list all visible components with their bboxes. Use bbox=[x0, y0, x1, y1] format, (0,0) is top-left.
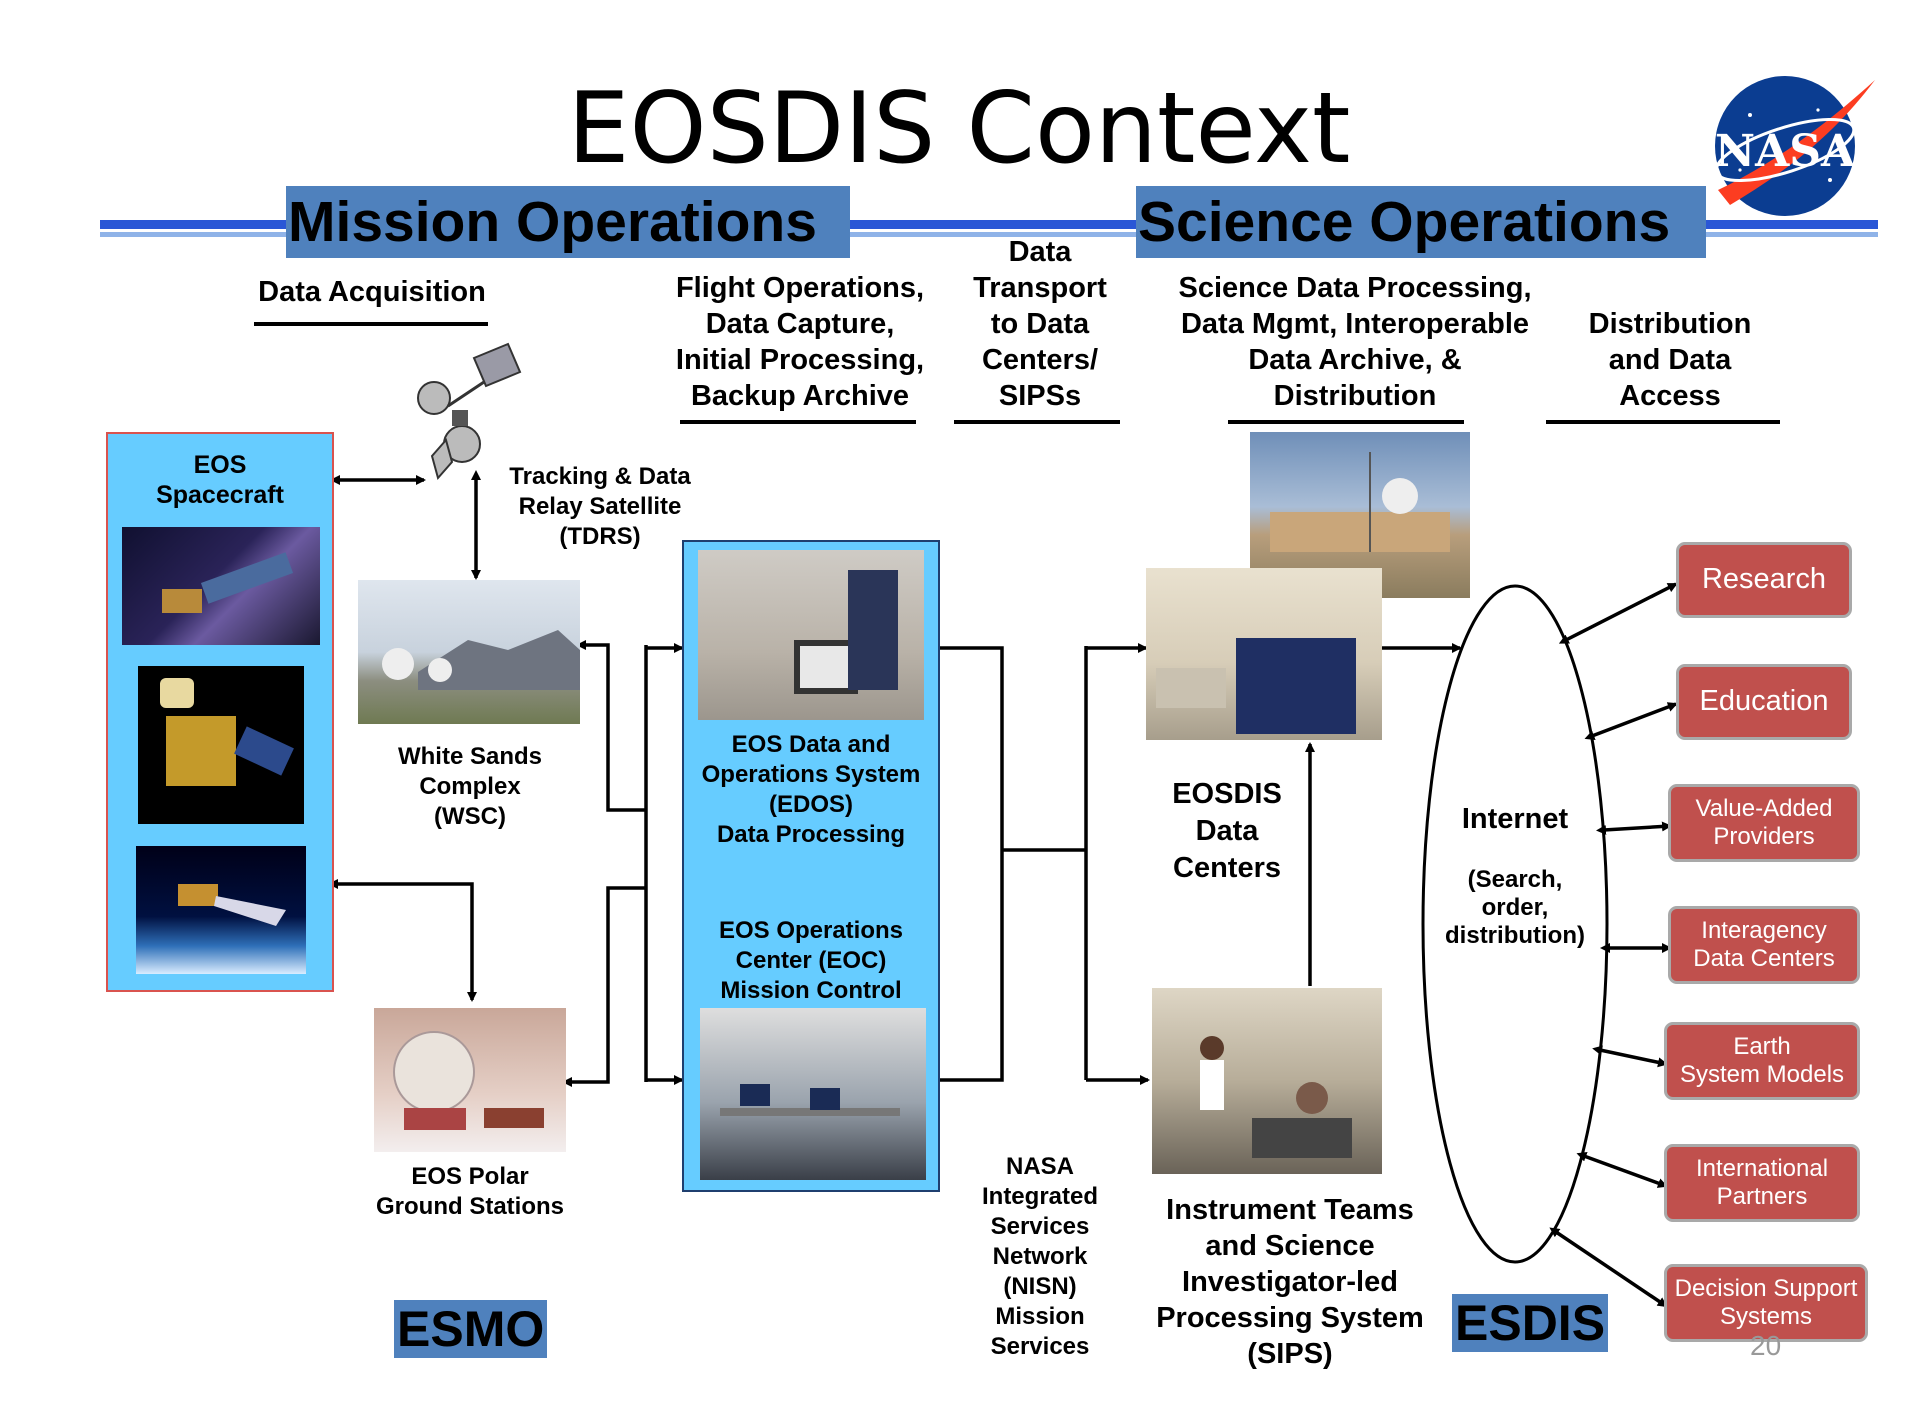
science-operations-banner: Science Operations bbox=[1136, 186, 1706, 258]
interagency-data-centers-box: Interagency Data Centers bbox=[1668, 906, 1860, 984]
arrow-research bbox=[1558, 582, 1678, 644]
header-data-acquisition: Data Acquisition bbox=[258, 276, 486, 308]
header-distribution: Distribution and Data Access bbox=[1588, 308, 1752, 412]
arrow-decision-support bbox=[1549, 1227, 1668, 1308]
international-partners-box: International Partners bbox=[1664, 1144, 1860, 1222]
nisn-label: NASA Integrated Services Network (NISN) … bbox=[981, 1153, 1098, 1360]
data-center-room-photo bbox=[1146, 568, 1382, 740]
esdis-badge: ESDIS bbox=[1452, 1294, 1609, 1352]
eoc-label: EOS Operations Center (EOC) Mission Cont… bbox=[718, 917, 904, 1004]
internet-sub-label: (Search, order, distribution) bbox=[1445, 866, 1585, 949]
underline-acquisition bbox=[254, 322, 488, 326]
arrow-value-added bbox=[1596, 821, 1672, 835]
eos-spacecraft-label: EOS Spacecraft bbox=[156, 451, 284, 509]
polar-station-label: EOS Polar Ground Stations bbox=[376, 1163, 564, 1220]
banner-rule-top bbox=[100, 220, 1878, 229]
tdrs-satellite-icon bbox=[417, 342, 522, 481]
nasa-logo: NASA bbox=[1700, 70, 1880, 220]
underline-flight-operations bbox=[680, 420, 916, 424]
nasa-meatball-icon: NASA bbox=[1714, 76, 1875, 216]
polar-station-photo bbox=[374, 1008, 566, 1152]
header-flight-operations: Flight Operations, Data Capture, Initial… bbox=[675, 272, 925, 412]
value-added-providers-box: Value-Added Providers bbox=[1668, 784, 1860, 862]
arrow-education bbox=[1584, 702, 1678, 740]
underline-science-processing bbox=[1228, 420, 1464, 424]
logo-text: NASA bbox=[1715, 126, 1856, 177]
education-box: Education bbox=[1676, 664, 1852, 740]
eoc-photo bbox=[700, 1008, 926, 1180]
research-box: Research bbox=[1676, 542, 1852, 618]
tdrs-label: Tracking & Data Relay Satellite (TDRS) bbox=[509, 463, 691, 550]
sips-label: Instrument Teams and Science Investigato… bbox=[1156, 1194, 1424, 1370]
arrow-earth-models bbox=[1592, 1045, 1668, 1068]
white-sands-label: White Sands Complex (WSC) bbox=[397, 743, 542, 830]
mission-operations-banner: Mission Operations bbox=[286, 186, 850, 258]
underline-distribution bbox=[1546, 420, 1780, 424]
eosdis-data-centers-label: EOSDIS Data Centers bbox=[1172, 778, 1282, 884]
tdrs-satellite bbox=[412, 340, 524, 482]
sips-photo bbox=[1152, 988, 1382, 1174]
spacecraft-photo-2 bbox=[138, 666, 304, 824]
arrow-spacecraft-polar bbox=[328, 879, 477, 1002]
arrow-international bbox=[1576, 1151, 1668, 1188]
underline-data-transport bbox=[954, 420, 1120, 424]
line-wsc-bus bbox=[576, 640, 646, 812]
page-title: EOSDIS Context bbox=[567, 72, 1351, 186]
header-science-processing: Science Data Processing, Data Mgmt, Inte… bbox=[1178, 272, 1532, 412]
internet-label: Internet bbox=[1461, 803, 1569, 835]
decision-support-systems-box: Decision Support Systems bbox=[1664, 1264, 1868, 1342]
spacecraft-photo-3 bbox=[136, 846, 306, 974]
line-panel-nisn bbox=[940, 646, 1004, 1082]
line-polar-bus bbox=[562, 886, 646, 1087]
edos-photo bbox=[698, 550, 924, 720]
edos-label: EOS Data and Operations System (EDOS) Da… bbox=[701, 731, 921, 848]
earth-system-models-box: Earth System Models bbox=[1664, 1022, 1860, 1100]
page-number: 20 bbox=[1750, 1330, 1782, 1361]
white-sands-photo bbox=[358, 580, 580, 724]
header-data-transport: Data Transport to Data Centers/ SIPSs bbox=[973, 236, 1107, 412]
banner-rule-bottom bbox=[100, 232, 1878, 237]
internet-ellipse bbox=[1421, 584, 1609, 1264]
esmo-badge: ESMO bbox=[394, 1300, 548, 1358]
spacecraft-photo-1 bbox=[122, 527, 320, 645]
